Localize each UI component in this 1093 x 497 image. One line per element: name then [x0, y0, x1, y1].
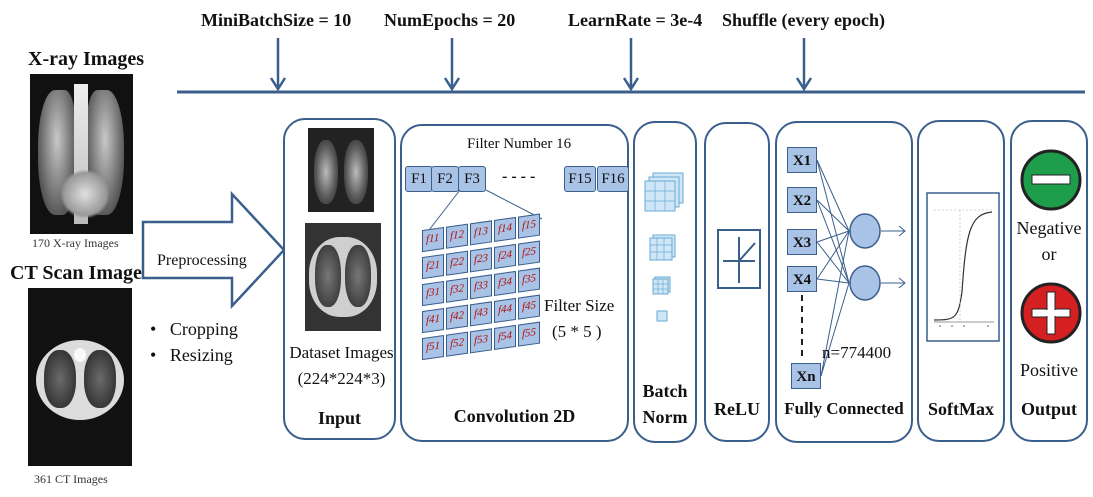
filter-cell: f33 [470, 274, 492, 300]
hyperparameter-bar: MiniBatchSize = 10 NumEpochs = 20 LearnR… [0, 0, 1093, 110]
input-ct-thumb [305, 223, 381, 331]
filter-size-label: Filter Size [544, 296, 615, 315]
filter-f1: F1 [405, 166, 433, 192]
filter-cell: f53 [470, 328, 492, 354]
filter-f15: F15 [564, 166, 596, 192]
output-label: Output [1020, 399, 1078, 419]
fc-node-xn: Xn [791, 363, 821, 389]
relu-label: ReLU [714, 399, 760, 419]
param-arrows [177, 38, 1085, 94]
filter-cell: f42 [446, 304, 468, 330]
negative-label: Negative [1016, 218, 1082, 238]
param-learnrate: LearnRate = 3e-4 [568, 10, 703, 30]
xray-image [30, 74, 133, 234]
filter-cell: f44 [494, 297, 516, 324]
filter-cell: f25 [518, 240, 540, 266]
fc-node-x4: X4 [787, 266, 817, 292]
fully-connected-box: X1 X2 X3 X4 Xn n=774400 Fully Connected [775, 121, 913, 443]
positive-icon [1020, 282, 1082, 344]
filter-cell: f45 [518, 294, 540, 320]
filter-number: Filter Number 16 [467, 136, 572, 152]
filter-size-value: (5 * 5 ) [552, 322, 602, 341]
filter-cell: f24 [494, 243, 516, 270]
filter-cell: f55 [518, 321, 540, 347]
step-resizing: • Resizing [150, 345, 233, 365]
batchnorm-icon [644, 172, 684, 322]
conv2d-box: Filter Number 16 F1 F2 F3 - - - - F15 F1… [400, 124, 629, 442]
fc-node-x3: X3 [787, 229, 817, 255]
fc-node-x1: X1 [787, 147, 817, 173]
filter-f3: F3 [458, 166, 486, 192]
xray-count: 170 X-ray Images [32, 236, 119, 250]
filter-cell: f54 [494, 324, 516, 351]
filter-cell: f43 [470, 301, 492, 327]
input-box: Dataset Images (224*224*3) Input [283, 118, 396, 440]
filter-cell: f32 [446, 277, 468, 303]
preprocessing-steps: • Cropping • Resizing [150, 316, 238, 368]
fc-node-x2: X2 [787, 187, 817, 213]
softmax-box: SoftMax [917, 120, 1005, 442]
filter-cell: f12 [446, 223, 468, 249]
filter-cell: f23 [470, 247, 492, 273]
param-epochs: NumEpochs = 20 [384, 10, 516, 30]
preprocessing-title: Preprocessing [157, 252, 247, 269]
filter-f16: F16 [597, 166, 629, 192]
ct-count: 361 CT Images [34, 472, 108, 486]
conv2d-label: Convolution 2D [453, 406, 576, 426]
xray-title: X-ray Images [28, 48, 145, 70]
param-shuffle: Shuffle (every epoch) [722, 10, 885, 30]
output-box: Negative or Positive Output [1010, 120, 1088, 442]
filter-cell: f22 [446, 250, 468, 276]
filter-cell: f51 [422, 335, 444, 361]
param-minibatch: MiniBatchSize = 10 [201, 10, 352, 30]
filter-cell: f14 [494, 216, 516, 243]
relu-box: ReLU [704, 122, 770, 442]
filter-cell: f15 [518, 213, 540, 239]
input-label: Input [317, 408, 362, 428]
filter-cell: f21 [422, 254, 444, 280]
fc-connections [801, 159, 906, 377]
positive-label: Positive [1019, 360, 1078, 380]
input-caption: Dataset Images (224*224*3) [289, 343, 394, 388]
filter-cell: f34 [494, 270, 516, 297]
negative-icon [1020, 149, 1082, 211]
ct-image [28, 288, 132, 466]
batchnorm-label: Batch Norm [642, 381, 688, 427]
step-cropping: • Cropping [150, 319, 238, 339]
or-label: or [1041, 244, 1057, 264]
preprocessing-arrow [141, 190, 286, 310]
filter-cell: f31 [422, 281, 444, 307]
filter-cell: f35 [518, 267, 540, 293]
ct-title: CT Scan Images [10, 262, 150, 284]
filter-cell: f13 [470, 220, 492, 246]
softmax-curve-icon [926, 192, 1000, 342]
input-xray-thumb [308, 128, 374, 212]
fully-connected-label: Fully Connected [784, 399, 904, 418]
fc-neuron-count: n=774400 [822, 343, 892, 362]
batchnorm-box: Batch Norm [633, 121, 697, 443]
filter-cell: f11 [422, 227, 444, 253]
softmax-label: SoftMax [928, 399, 994, 419]
filter-ellipsis: - - - - [502, 168, 536, 185]
filter-cell: f41 [422, 308, 444, 334]
filter-cell: f52 [446, 331, 468, 357]
relu-graph-icon [717, 229, 761, 289]
